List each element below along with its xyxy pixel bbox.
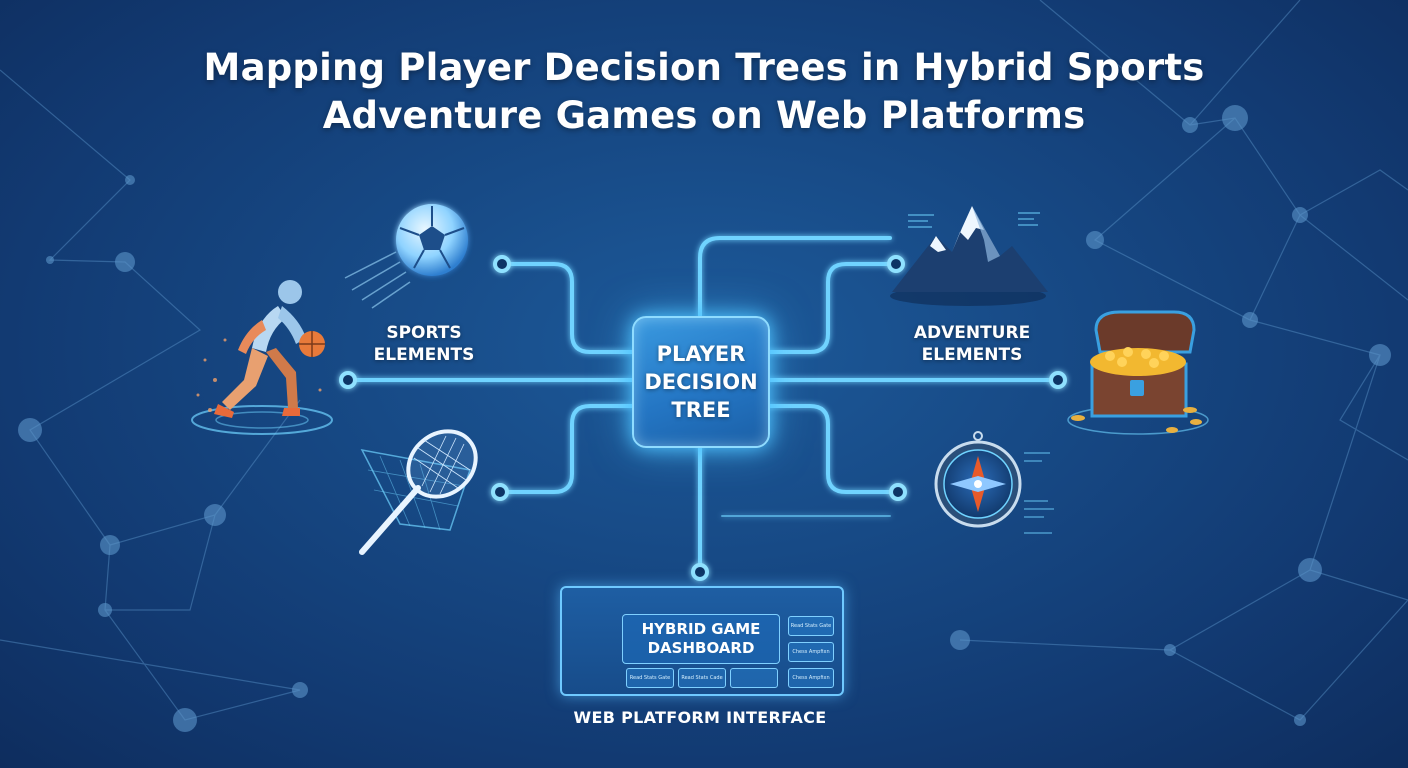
center-label-line-3: TREE [671,398,731,422]
dashboard-title-line-2: DASHBOARD [647,639,755,657]
tennis-racket-icon [359,429,478,555]
player-decision-tree-node: PLAYER DECISION TREE [632,316,770,448]
connector-soccer [500,262,634,354]
dashboard-title-panel: HYBRID GAME DASHBOARD [622,614,780,664]
connector-racket [498,404,634,494]
compass-icon [934,431,1054,534]
sports-label-line-1: SPORTS [386,323,462,343]
dashboard-side-button: Read Stats Gate [788,616,834,636]
dashboard-side-button: Chess Ampfixn [788,642,834,662]
treasure-chest-icon [1067,310,1209,435]
sports-elements-label: SPORTS ELEMENTS [354,322,494,366]
center-label-line-2: DECISION [644,370,758,394]
connector-compass [764,404,900,494]
adventure-label-line-1: ADVENTURE [913,323,1031,343]
connector-nodes [339,255,1067,581]
mountain-icon [890,206,1048,306]
dashboard-mini-bar [730,668,778,688]
dashboard-title-line-1: HYBRID GAME [641,620,761,638]
dashboard-mini-button: Read Stats Gate [626,668,674,688]
basketball-player-icon [191,280,333,435]
title-line-2: Adventure Games on Web Platforms [322,94,1086,137]
sports-label-line-2: ELEMENTS [373,345,475,365]
center-label-line-1: PLAYER [656,342,746,366]
adventure-elements-label: ADVENTURE ELEMENTS [902,322,1042,366]
web-platform-interface-label: WEB PLATFORM INTERFACE [573,708,827,727]
background-nodes [18,105,1391,732]
adventure-label-line-2: ELEMENTS [921,345,1023,365]
dashboard-mini-button: Read Stats Cade [678,668,726,688]
title-line-1: Mapping Player Decision Trees in Hybrid … [203,46,1205,89]
hybrid-game-dashboard: HYBRID GAME DASHBOARD Read Stats Gate Re… [560,586,844,696]
connector-mountain [764,262,898,354]
connector-lines [346,236,1060,574]
dashboard-side-button: Chess Ampfixn [788,668,834,688]
connector-top [698,236,892,318]
soccer-ball-icon [344,204,468,309]
